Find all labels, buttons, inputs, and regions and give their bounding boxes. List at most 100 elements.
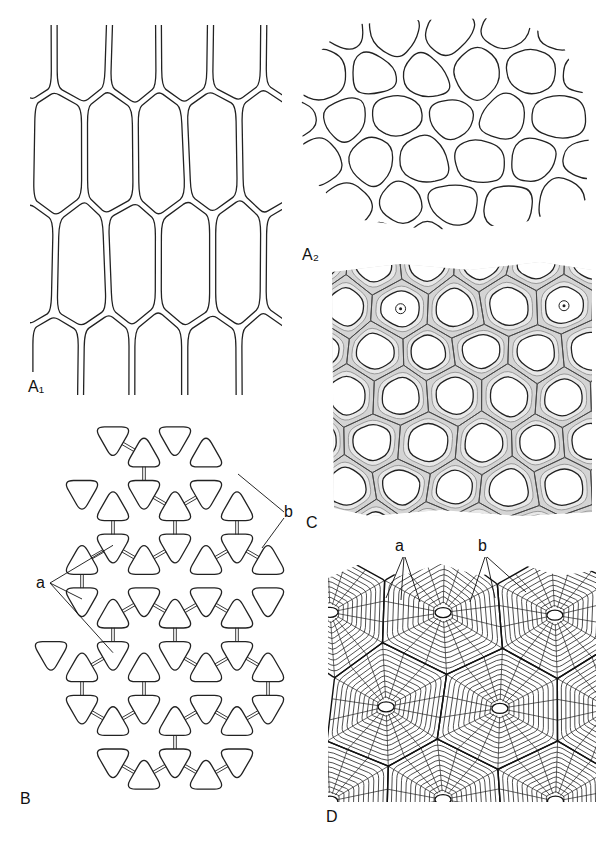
pit-canal — [389, 653, 404, 699]
middle-lamella — [403, 324, 455, 380]
middle-lamella — [371, 279, 429, 338]
cell-lumen — [411, 335, 446, 369]
middle-lamella — [344, 500, 402, 559]
cell-lumen — [252, 653, 283, 682]
growth-layer — [566, 658, 605, 759]
wall-layer — [295, 511, 343, 552]
pit-canal — [386, 715, 388, 766]
pit-canal — [561, 761, 592, 796]
pit-canal — [499, 789, 547, 800]
pit-canal — [293, 573, 325, 607]
middle-lamella — [591, 457, 605, 520]
pit-canal — [333, 620, 351, 666]
cell-lumen — [355, 243, 391, 282]
cell-wall — [538, 6, 588, 50]
wall-layer — [295, 237, 343, 285]
cell-lumen — [190, 546, 221, 575]
cell-lumen — [328, 288, 364, 326]
pit-canal — [351, 666, 382, 701]
growth-layer — [387, 553, 497, 668]
pit-canal — [446, 807, 465, 848]
wall-layer — [516, 421, 560, 465]
pit-canal — [338, 803, 387, 813]
pit-canal — [451, 769, 498, 795]
pit-canal — [521, 621, 550, 658]
growth-layer — [279, 555, 380, 670]
growth-layer — [392, 558, 492, 663]
leader-line — [470, 557, 485, 602]
pit-canal — [498, 769, 548, 796]
pit-canal — [122, 603, 134, 610]
growth-layer — [579, 673, 605, 743]
cell-wall — [350, 222, 398, 267]
cell-wall — [6, 0, 51, 98]
cell-lumen — [328, 467, 366, 505]
wall-layer — [513, 331, 559, 376]
pit-canal — [338, 806, 387, 835]
pit-canal — [445, 749, 457, 792]
cell-lumen — [300, 515, 339, 548]
cell-wall — [428, 185, 477, 225]
cell-wall — [429, 100, 473, 140]
pit-canal — [484, 657, 498, 701]
growth-layer — [512, 757, 595, 848]
pit-canal — [111, 520, 112, 534]
pit-canal — [276, 603, 323, 611]
pit-canal — [558, 809, 575, 848]
pit-canal — [276, 791, 322, 800]
pit-canal — [276, 616, 322, 639]
pit-canal — [563, 771, 605, 797]
growth-layer — [400, 755, 487, 843]
middle-lamella — [506, 233, 564, 290]
pit-canal — [367, 654, 384, 699]
growth-layer — [502, 560, 605, 672]
pit-canal — [505, 669, 539, 703]
cell-lumen — [409, 242, 446, 281]
pit-symbol — [396, 304, 406, 314]
leader-line — [50, 583, 82, 599]
pit-canal — [560, 621, 592, 657]
pit-canal — [142, 467, 143, 481]
pit-canal — [563, 803, 605, 812]
pit-canal — [446, 559, 463, 606]
pit-canal — [332, 749, 347, 794]
cell-lumen — [355, 512, 392, 548]
pit-canal — [176, 520, 177, 534]
pit-canal — [308, 808, 326, 848]
leader-line — [386, 557, 403, 598]
cell-lumen — [409, 513, 447, 550]
pit-canal — [235, 520, 236, 534]
pit-canal — [184, 603, 196, 610]
pit-canal — [296, 618, 326, 652]
pit-canal — [563, 580, 605, 610]
cell-lumen — [328, 376, 365, 415]
middle-lamella — [482, 364, 538, 429]
growth-layer — [570, 663, 605, 754]
cell-wall — [293, 230, 344, 265]
cell-lumen — [322, 796, 338, 806]
pit-canal — [389, 714, 405, 757]
pit-canal — [444, 696, 493, 707]
pit-symbol — [559, 301, 569, 311]
growth-layer — [584, 678, 605, 738]
pit-canal — [92, 659, 104, 666]
cell-wall — [291, 138, 342, 187]
pit-canal — [176, 628, 177, 642]
pit-canal — [563, 806, 605, 833]
cell-wall — [349, 137, 393, 186]
cell-lumen — [128, 481, 159, 510]
wall-shading — [320, 255, 600, 525]
middle-lamella — [455, 411, 512, 474]
growth-layer — [306, 777, 354, 825]
pit-canal — [269, 682, 270, 696]
pit-canal — [393, 711, 437, 739]
wall-layer — [459, 240, 506, 284]
cell-lumen — [128, 695, 159, 724]
cell-wall — [322, 183, 373, 231]
cell-lumen — [252, 588, 283, 617]
cell-lumen — [190, 588, 221, 617]
cell-lumen — [463, 245, 501, 280]
pit-canal — [123, 442, 135, 449]
cell-wall — [188, 316, 236, 438]
growth-layer — [286, 757, 374, 845]
